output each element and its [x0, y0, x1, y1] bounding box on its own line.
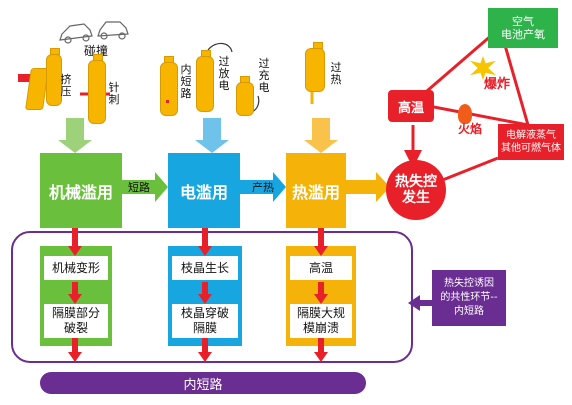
explosion-label: 爆炸 — [484, 77, 511, 92]
arrow-heat — [240, 172, 286, 202]
bottom-label: 内短路 — [183, 377, 223, 393]
air-label-2: 电池产氧 — [501, 28, 545, 41]
air-label: 空气 — [512, 15, 534, 28]
battery-over-charge — [236, 82, 254, 116]
battery-over-discharge — [196, 56, 214, 112]
needle-label: 针刺 — [108, 81, 120, 106]
funnel-arrow-therm — [304, 118, 338, 153]
thermal-abuse-box: 热滥用 — [286, 153, 346, 228]
fire-label: 火焰 — [458, 122, 483, 136]
short-link-label: 短路 — [128, 181, 150, 194]
common-frame — [11, 231, 413, 363]
funnel-arrow-elec — [195, 118, 229, 153]
arrow-runaway — [346, 172, 390, 202]
runaway-circle: 热失控发生 — [386, 160, 446, 220]
electrical-abuse-box: 电滥用 — [168, 153, 240, 228]
arrow-short — [122, 172, 168, 202]
battery-internal-short — [160, 62, 178, 116]
funnel-arrow-mech — [58, 118, 92, 153]
internal-short-label: 内短路 — [180, 63, 192, 100]
high-temp-label: 高温 — [397, 100, 424, 116]
elec-step-1: 枝晶生长 — [172, 256, 238, 280]
mechanical-abuse-label: 机械滥用 — [48, 182, 113, 202]
car-icons — [59, 21, 129, 44]
fire-icon — [458, 104, 472, 124]
battery-overheat — [305, 48, 325, 92]
high-temp-box: 高温 — [388, 90, 434, 122]
over-discharge-label: 过放电 — [218, 55, 230, 92]
over-charge-label: 过充电 — [258, 57, 270, 94]
mechanical-abuse-box: 机械滥用 — [40, 153, 122, 228]
therm-step-1: 高温 — [290, 256, 352, 280]
discharge-curve — [207, 42, 233, 53]
common-label: 热失控诱因 的共性环节-- 内短路 — [440, 278, 498, 317]
electrical-abuse-label: 电滥用 — [179, 182, 228, 202]
battery-squeeze — [46, 54, 62, 106]
mech-step-1: 机械变形 — [44, 256, 108, 280]
short-point — [166, 100, 169, 103]
heat-link-label: 产热 — [252, 181, 274, 194]
gas-box: 电解液蒸气 其他可燃气体 — [498, 124, 564, 160]
thermal-abuse-label: 热滥用 — [291, 182, 340, 202]
therm-step-2: 隔膜大规 模崩溃 — [290, 304, 352, 338]
runaway-label: 热失控发生 — [395, 174, 437, 206]
elec-step-2: 枝晶穿破 隔膜 — [172, 304, 238, 338]
battery-needle — [88, 60, 106, 124]
mech-step-2: 隔膜部分 破裂 — [44, 304, 108, 338]
arrow-common — [408, 295, 432, 311]
squeeze-label: 挤压 — [60, 73, 72, 98]
common-box: 热失控诱因 的共性环节-- 内短路 — [432, 270, 506, 326]
gas-label: 电解液蒸气 其他可燃气体 — [501, 130, 561, 154]
bottom-bar: 内短路 — [40, 372, 366, 394]
air-box: 空气 电池产氧 — [488, 8, 558, 48]
overheat-label: 过热 — [330, 61, 342, 86]
